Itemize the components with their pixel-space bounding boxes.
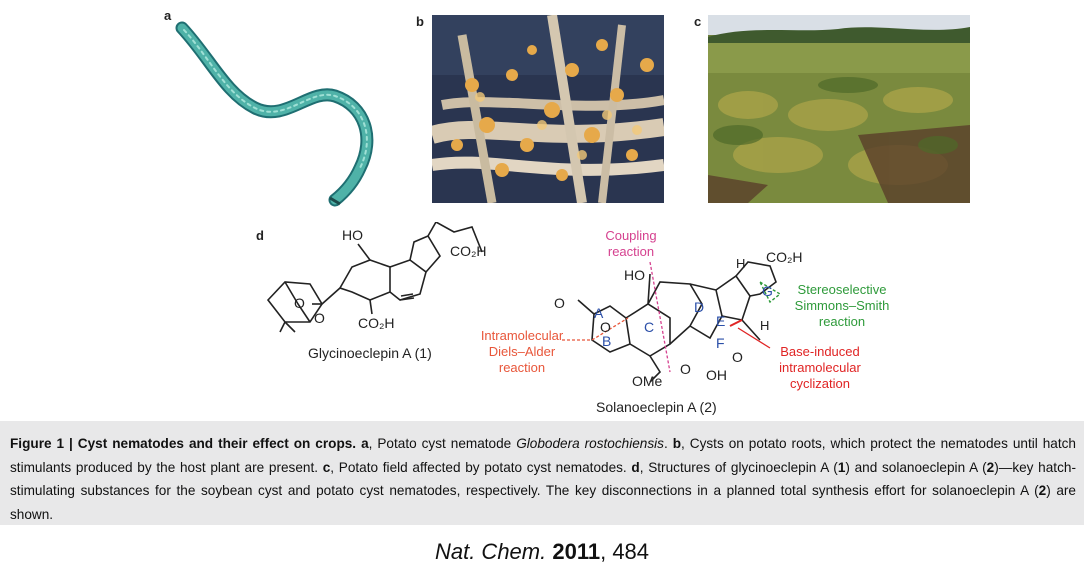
potato-field-image <box>708 15 970 203</box>
caption-a-end: . <box>663 436 673 451</box>
gly-o-keto: O <box>314 310 325 326</box>
citation: Nat. Chem. 2011, 484 <box>0 539 1084 565</box>
gly-ho: HO <box>342 227 363 243</box>
sol-o-carbonyl: O <box>732 349 743 365</box>
ss-line1: Stereoselective <box>798 282 887 297</box>
ring-label-c: C <box>644 319 654 335</box>
caption-d-text2: ) and solanoeclepin A ( <box>845 459 987 475</box>
caption-a-text: , Potato cyst nematode <box>368 436 517 451</box>
ring-label-f: F <box>716 335 725 351</box>
ring-label-a: A <box>594 305 604 321</box>
caption-d-num3: 2 <box>1038 483 1047 498</box>
da-line2: Diels–Alder <box>489 344 556 359</box>
panel-label-c: c <box>694 14 702 29</box>
figure-caption: Figure 1 | Cyst nematodes and their effe… <box>10 432 1076 526</box>
sol-ome: OMe <box>632 373 663 389</box>
chemical-structures: HO CO₂H CO₂H O O Glycinoeclepin A (1) O … <box>266 222 890 415</box>
da-line1: Intramolecular <box>481 328 564 343</box>
panel-label-b: b <box>416 14 424 29</box>
ss-line3: reaction <box>819 314 865 329</box>
sol-o-ketone: O <box>680 361 691 377</box>
bi-line2: intramolecular <box>779 360 861 375</box>
caption-a-key: a <box>361 436 369 451</box>
caption-d-num1: 1 <box>837 459 846 475</box>
caption-d-num2: 2 <box>986 459 995 475</box>
sol-o-ring: O <box>600 319 611 335</box>
ring-label-b: B <box>602 333 611 349</box>
caption-b-text: , Cysts on potato roots, which protect t… <box>10 436 1076 475</box>
sol-co2h: CO₂H <box>766 249 803 265</box>
caption-c-text: , Potato field affected by potato cyst n… <box>330 459 632 475</box>
caption-species: Globodera rostochiensis <box>516 436 664 451</box>
coupling-line2: reaction <box>608 244 654 259</box>
caption-d-key: d <box>631 459 640 475</box>
sol-o-left: O <box>554 295 565 311</box>
caption-b-key: b <box>672 436 682 451</box>
caption-background <box>0 421 1084 525</box>
caption-c-key: c <box>322 459 331 475</box>
caption-label: Figure 1 | Cyst nematodes and their effe… <box>10 436 357 451</box>
nematode-image <box>175 21 374 207</box>
panel-label-a: a <box>164 8 172 23</box>
panel-label-d: d <box>256 228 264 243</box>
coupling-line1: Coupling <box>605 228 656 243</box>
cysts-on-roots-image <box>432 15 664 203</box>
sol-ho: HO <box>624 267 645 283</box>
sol-h-left: H <box>736 256 745 271</box>
bi-line3: cyclization <box>790 376 850 391</box>
bi-line1: Base-induced <box>780 344 860 359</box>
sol-oh: OH <box>706 367 727 383</box>
sol-h-right: H <box>760 318 769 333</box>
sol-name: Solanoeclepin A (2) <box>596 399 717 415</box>
citation-year: 2011 <box>552 539 601 564</box>
gly-co2h-bottom: CO₂H <box>358 315 395 331</box>
ring-label-e: E <box>716 313 725 329</box>
citation-page: , 484 <box>600 539 650 564</box>
gly-name: Glycinoeclepin A (1) <box>308 345 432 361</box>
caption-d-text1: , Structures of glycinoeclepin A ( <box>639 459 838 475</box>
caption-d-text4: ) are shown. <box>10 483 1076 522</box>
citation-journal: Nat. Chem. <box>434 539 547 564</box>
gly-o-ring: O <box>294 295 305 311</box>
gly-co2h-top: CO₂H <box>450 243 487 259</box>
ring-label-d: D <box>694 299 704 315</box>
ss-line2: Simmons–Smith <box>795 298 890 313</box>
caption-d-text3: )—key hatch-stimulating substances for t… <box>10 459 1076 499</box>
ring-label-g: G <box>762 283 773 299</box>
da-line3: reaction <box>499 360 545 375</box>
